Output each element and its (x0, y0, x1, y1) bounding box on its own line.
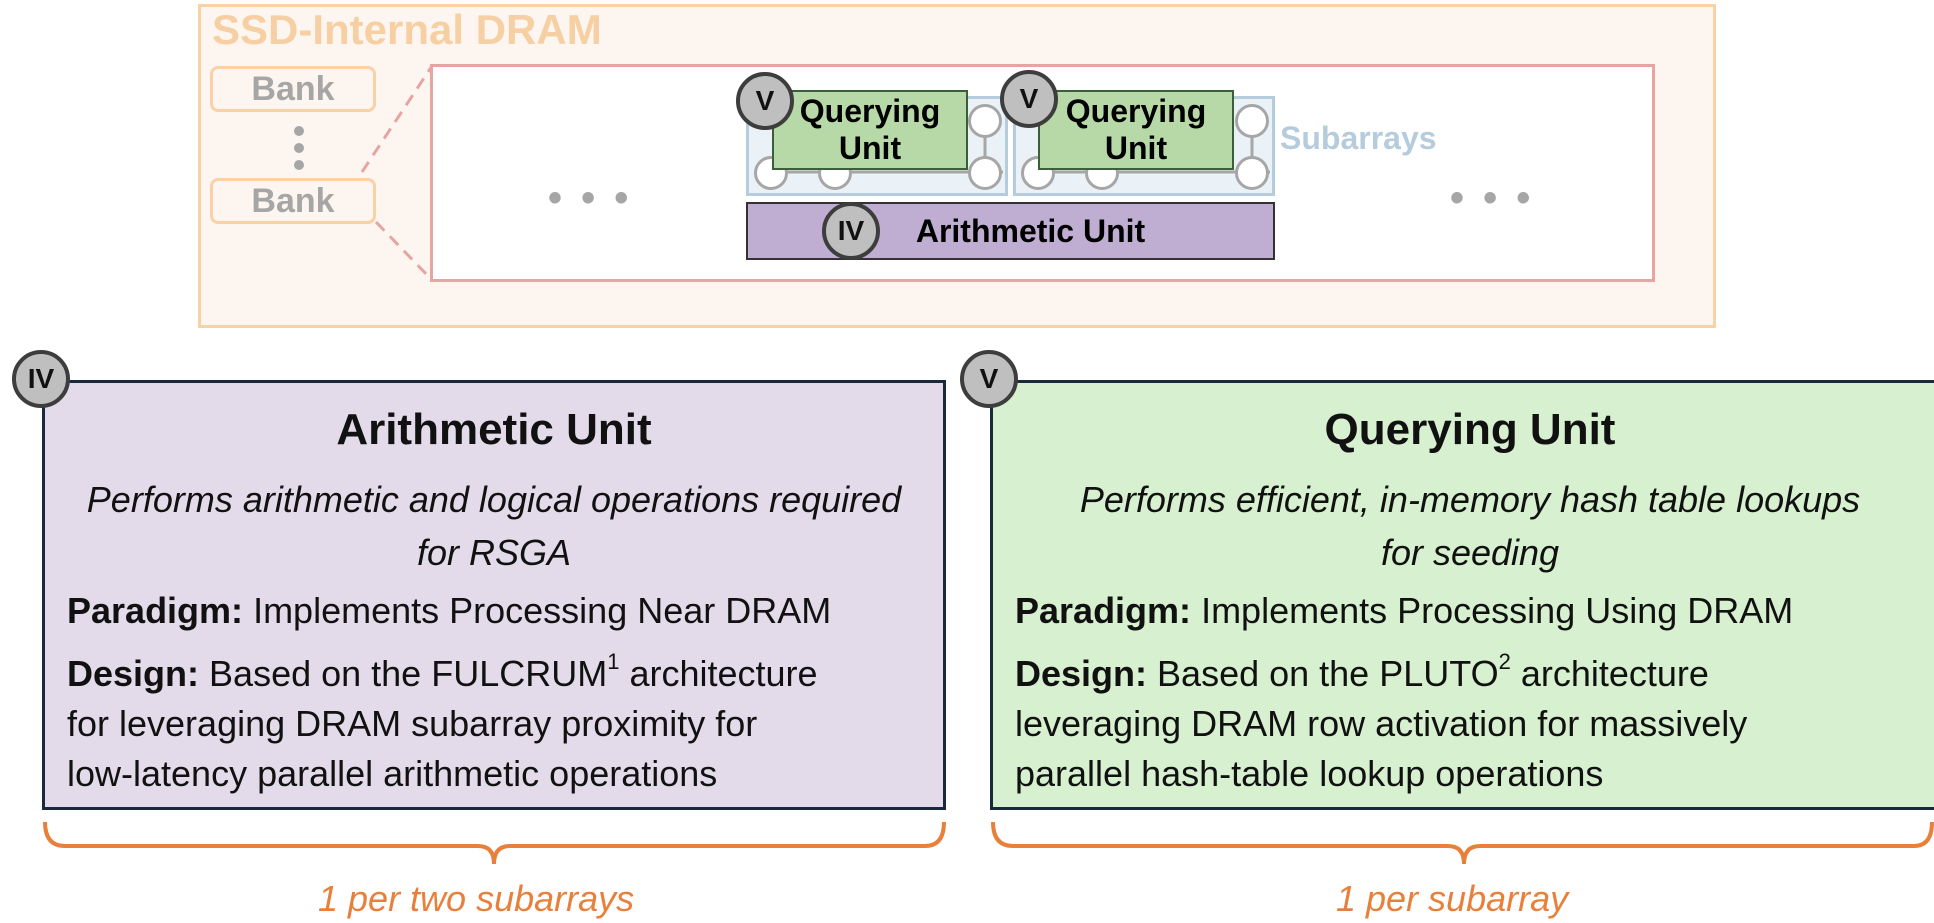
panel-description: Performs arithmetic and logical operatio… (86, 479, 902, 573)
bank-bottom: Bank (210, 178, 376, 224)
brace-label-arithmetic: 1 per two subarrays (318, 878, 635, 919)
memory-cell (1235, 104, 1269, 138)
brace-arithmetic (43, 821, 946, 865)
ellipsis-left: • • • (548, 176, 633, 220)
querying-unit-block-1: Querying Unit (772, 90, 968, 170)
panel-title: Querying Unit (1324, 405, 1616, 454)
querying-unit-block-2: Querying Unit (1038, 90, 1234, 170)
badge-v: V (1000, 70, 1058, 128)
paradigm-line: Paradigm: Implements Processing Near DRA… (67, 590, 832, 631)
brace-querying (991, 821, 1934, 865)
panel-description: Performs efficient, in-memory hash table… (1079, 479, 1861, 573)
vertical-ellipsis-dot (294, 126, 304, 136)
badge-v: V (736, 72, 794, 130)
panel-title: Arithmetic Unit (336, 405, 652, 454)
memory-cell (968, 156, 1002, 190)
memory-cell (1235, 156, 1269, 190)
design-line: Design: Based on the FULCRUM1 architectu… (67, 649, 818, 795)
badge-iv: IV (12, 350, 70, 408)
brace-label-querying: 1 per subarray (1336, 878, 1569, 919)
vertical-ellipsis-dot (294, 160, 304, 170)
querying-unit-panel: Querying Unit Performs efficient, in-mem… (990, 380, 1934, 810)
bank-top: Bank (210, 66, 376, 112)
vertical-ellipsis-dot (294, 143, 304, 153)
paradigm-line: Paradigm: Implements Processing Using DR… (1015, 590, 1794, 631)
arithmetic-unit-panel: Arithmetic Unit Performs arithmetic and … (42, 380, 946, 810)
memory-cell (968, 104, 1002, 138)
dram-title: SSD-Internal DRAM (212, 6, 602, 53)
design-line: Design: Based on the PLUTO2 architecture… (1015, 649, 1748, 795)
memory-cell (754, 156, 788, 190)
badge-iv: IV (822, 202, 880, 260)
ellipsis-right: • • • (1450, 176, 1535, 220)
subarrays-label: Subarrays (1280, 120, 1437, 156)
badge-v: V (960, 350, 1018, 408)
